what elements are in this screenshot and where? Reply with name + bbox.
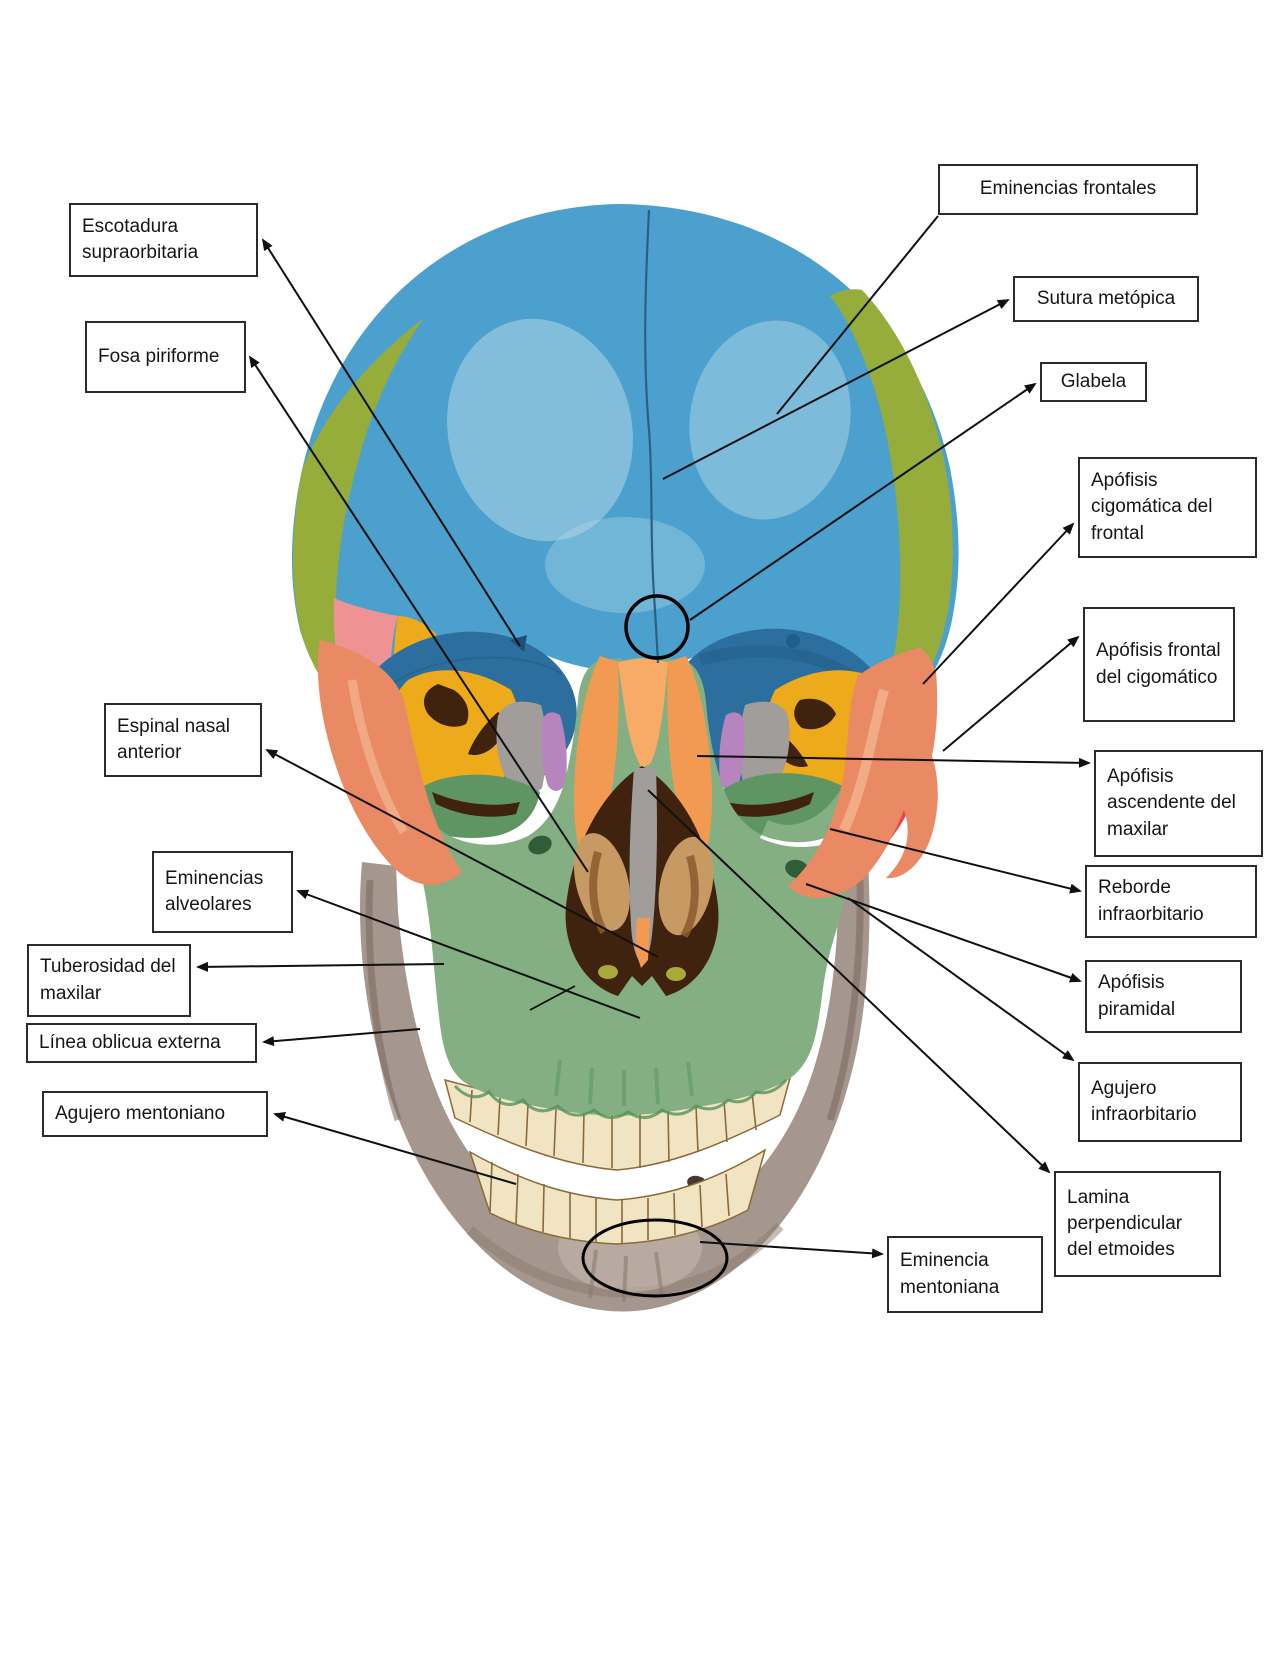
line-eminencia-mentoniana <box>699 1241 884 1259</box>
label-text: Tuberosidad del maxilar <box>40 956 176 1004</box>
line-glabela <box>689 382 1037 621</box>
frontal-highlight-right <box>689 320 851 520</box>
label-lamina-perpendicular-del-etmoides: Lamina perpendicular del etmoides <box>1054 1171 1221 1277</box>
label-eminencias-frontales: Eminencias frontales <box>938 164 1198 215</box>
line-fosa-piriforme <box>248 355 589 873</box>
label-eminencias-alveolares: Eminencias alveolares <box>152 851 293 933</box>
label-text: Apófisis frontal del cigomático <box>1096 640 1221 688</box>
line-apofisis-ascendente-del-maxilar <box>696 755 1091 768</box>
line-eminencias-alveolares-spur <box>529 985 576 1011</box>
line-agujero-infraorbitario <box>847 897 1075 1062</box>
left-lacrimal <box>496 701 547 793</box>
chin-streaks <box>588 1249 664 1303</box>
skull-art <box>291 204 959 1312</box>
line-sutura-metopica <box>662 299 1010 480</box>
frontal-highlight-left <box>447 318 633 542</box>
label-tuberosidad-del-maxilar: Tuberosidad del maxilar <box>27 944 191 1017</box>
label-text: Espinal nasal anterior <box>117 715 231 763</box>
line-apofisis-cigomatica-del-frontal <box>922 522 1075 685</box>
label-eminencia-mentoniana: Eminencia mentoniana <box>887 1236 1043 1313</box>
upper-teeth-separators <box>469 1089 757 1168</box>
right-nasal-bone <box>667 656 712 860</box>
right-ramus-shading <box>826 879 864 1122</box>
label-text: Eminencias alveolares <box>165 867 264 915</box>
label-text: Apófisis ascendente del maxilar <box>1107 766 1236 840</box>
label-apofisis-piramidal: Apófisis piramidal <box>1085 960 1242 1033</box>
right-temporal-region <box>830 289 953 716</box>
right-lacrimal <box>739 701 790 793</box>
right-lacrimal-purple <box>719 712 745 791</box>
mental-eminence-annotation-ellipse <box>581 1218 729 1298</box>
label-text: Lamina perpendicular del etmoides <box>1067 1186 1183 1261</box>
line-tuberosidad-del-maxilar <box>196 961 445 972</box>
label-text: Línea oblicua externa <box>39 1031 221 1053</box>
chin-rim-shading <box>466 1222 784 1298</box>
line-espinal-nasal-anterior <box>265 749 659 958</box>
nasal-septum <box>629 768 657 966</box>
line-eminencias-frontales <box>776 215 939 415</box>
right-zygomatic-ridge <box>839 688 889 833</box>
left-lacrimal-purple <box>541 712 567 791</box>
label-text: Escotadura supraorbitaria <box>82 215 199 263</box>
right-turbinates <box>658 836 714 936</box>
left-orbital-fissure-slash <box>468 712 506 756</box>
line-lamina-perpendicular <box>647 789 1051 1174</box>
label-escotadura-supraorbitaria: Escotadura supraorbitaria <box>69 203 258 277</box>
left-ramus-shading <box>365 879 402 1122</box>
label-apofisis-ascendente-del-maxilar: Apófisis ascendente del maxilar <box>1094 750 1263 857</box>
frontal-highlight-center <box>545 517 705 613</box>
left-orbit-sphenoid-wing <box>389 670 521 795</box>
line-escotadura-supraorbitaria <box>261 238 521 647</box>
right-superior-orbital-fissure <box>794 698 836 730</box>
label-text: Eminencias frontales <box>979 178 1157 200</box>
left-zygomatic-ridge <box>347 679 408 835</box>
label-apofisis-cigomatica-del-frontal: Apófisis cigomática del frontal <box>1078 457 1257 558</box>
left-inferior-fissure <box>432 792 520 817</box>
left-parietal-band <box>293 318 424 712</box>
line-apofisis-frontal-del-cigomatico <box>942 635 1080 752</box>
left-turbinates <box>574 833 630 931</box>
label-text: Agujero mentoniano <box>55 1102 226 1124</box>
label-text: Eminencia mentoniana <box>900 1250 1000 1298</box>
aperture-floor-right <box>666 967 686 981</box>
label-espinal-nasal-anterior: Espinal nasal anterior <box>104 703 262 777</box>
aperture-floor-left <box>598 965 618 979</box>
left-brow-shadow <box>379 656 563 693</box>
line-agujero-mentoniano <box>273 1111 517 1185</box>
left-infraorbital-foramen <box>528 835 552 855</box>
label-text: Fosa piriforme <box>98 345 220 367</box>
glabela-annotation-circle <box>624 594 690 660</box>
pointer-lines <box>196 215 1091 1259</box>
label-text: Glabela <box>1060 370 1127 392</box>
label-text: Apófisis cigomática del frontal <box>1091 470 1213 544</box>
right-inferior-fissure <box>726 792 814 817</box>
label-agujero-infraorbitario: Agujero infraorbitario <box>1078 1062 1242 1142</box>
line-linea-oblicua-externa <box>262 1028 421 1047</box>
left-nasal-bone <box>574 656 619 860</box>
alveolar-eminence-ridges <box>554 1059 694 1106</box>
label-linea-oblicua-externa: Línea oblicua externa <box>26 1023 257 1063</box>
septum-tip <box>635 918 650 968</box>
label-text: Reborde infraorbitario <box>1098 877 1204 925</box>
label-apofisis-frontal-del-cigomatico: Apófisis frontal del cigomático <box>1083 607 1235 722</box>
label-agujero-mentoniano: Agujero mentoniano <box>42 1091 268 1137</box>
alveolar-scallop <box>453 1078 788 1119</box>
label-text: Agujero infraorbitario <box>1091 1077 1197 1125</box>
label-fosa-piriforme: Fosa piriforme <box>85 321 246 393</box>
label-text: Apófisis piramidal <box>1098 972 1176 1020</box>
metopic-suture-line <box>644 209 660 664</box>
label-sutura-metopica: Sutura metópica <box>1013 276 1199 322</box>
line-reborde-infraorbitario <box>829 828 1082 894</box>
line-eminencias-alveolares <box>296 889 641 1019</box>
left-superior-orbital-fissure <box>423 684 469 727</box>
label-reborde-infraorbitario: Reborde infraorbitario <box>1085 865 1257 938</box>
right-supraorbital-foramen <box>786 634 800 648</box>
label-text: Sutura metópica <box>1036 287 1176 309</box>
nasal-bridge <box>618 658 668 768</box>
label-glabela: Glabela <box>1040 362 1147 402</box>
